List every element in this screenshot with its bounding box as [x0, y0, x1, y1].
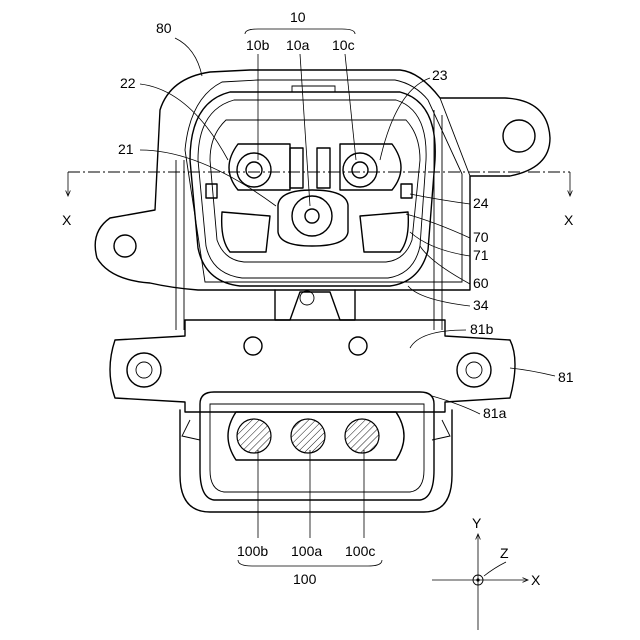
label-100b: 100b	[237, 543, 268, 559]
label-60: 60	[473, 275, 489, 291]
label-10: 10	[290, 9, 306, 25]
label-80: 80	[156, 20, 172, 36]
label-100c: 100c	[345, 543, 375, 559]
axis-y-label: Y	[472, 515, 482, 531]
label-81b: 81b	[470, 321, 494, 337]
label-22: 22	[120, 75, 136, 91]
label-81a: 81a	[483, 405, 507, 421]
connector-100	[180, 392, 452, 512]
label-34: 34	[473, 297, 489, 313]
label-x-right: X	[564, 212, 574, 228]
label-100: 100	[293, 571, 317, 587]
terminals-10	[229, 144, 401, 246]
receptacle-60	[190, 86, 435, 286]
label-81: 81	[558, 369, 574, 385]
axis-x-label: X	[531, 572, 541, 588]
label-23: 23	[432, 67, 448, 83]
bracket-81	[110, 320, 515, 412]
label-24: 24	[473, 195, 489, 211]
guide-34	[275, 290, 355, 320]
label-70: 70	[473, 229, 489, 245]
label-100a: 100a	[291, 543, 322, 559]
coordinate-axes: Y Z X	[432, 515, 541, 630]
label-21: 21	[118, 141, 134, 157]
label-10a: 10a	[286, 37, 310, 53]
axis-z-label: Z	[500, 545, 509, 561]
label-10b: 10b	[246, 37, 270, 53]
label-71: 71	[473, 247, 489, 263]
label-x-left: X	[62, 212, 72, 228]
label-10c: 10c	[332, 37, 355, 53]
